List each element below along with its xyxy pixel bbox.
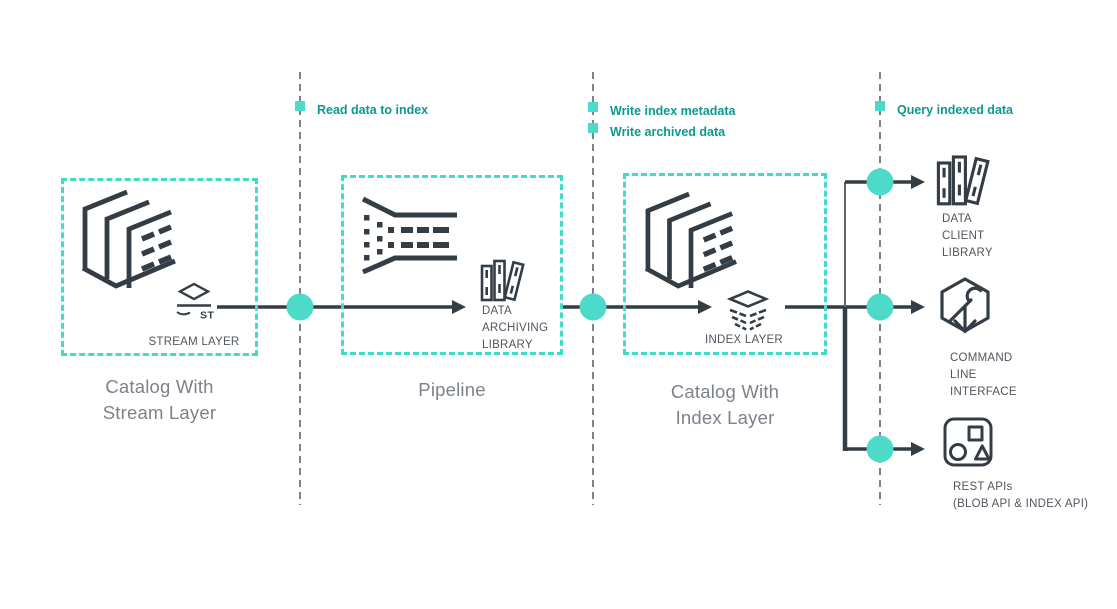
arrowheads: [452, 175, 925, 456]
junction-query-top: [866, 168, 894, 196]
catalog-index-caption: Catalog With Index Layer: [670, 381, 780, 428]
arrowhead-rest: [911, 442, 925, 456]
flow-label-write-archived: Write archived data: [610, 125, 726, 139]
marker-query: [875, 101, 885, 111]
catalog-icon-2: [645, 192, 737, 289]
command-line-interface-icon: [940, 277, 990, 334]
index-layer-label: INDEX LAYER: [705, 334, 783, 346]
marker-read: [295, 101, 305, 111]
catalog-icon: [82, 190, 176, 289]
rest-apis-label: REST APIs (BLOB API & INDEX API): [953, 481, 1089, 510]
pipeline-icon: [361, 196, 457, 275]
archiving-library-icon: [480, 259, 525, 302]
catalog-stream-box: [61, 178, 258, 356]
catalog-stream-caption: Catalog With Stream Layer: [102, 376, 217, 423]
archiving-library-label: DATA ARCHIVING LIBRARY: [482, 305, 549, 351]
stream-layer-icon: ST: [176, 282, 215, 322]
junction-query-mid: [866, 293, 894, 321]
flow-label-write-index: Write index metadata: [610, 104, 736, 118]
pipeline-caption: Pipeline: [418, 379, 486, 400]
arrowhead-client-lib: [911, 175, 925, 189]
arrowhead-into-index: [698, 300, 712, 314]
flow-label-read: Read data to index: [317, 103, 429, 117]
index-layer-icon: [727, 290, 769, 331]
arrowhead-into-pipeline: [452, 300, 466, 314]
junction-read: [286, 293, 314, 321]
rest-apis-icon: [943, 417, 993, 467]
marker-write-index: [588, 102, 598, 112]
label-markers: [295, 101, 885, 133]
flow-label-query: Query indexed data: [897, 103, 1014, 117]
arrowhead-cli: [911, 300, 925, 314]
junction-dots: [286, 168, 894, 463]
junction-write: [579, 293, 607, 321]
pipeline-box: [341, 175, 563, 355]
catalog-index-box: [623, 173, 827, 355]
stream-layer-label: STREAM LAYER: [148, 336, 240, 348]
swimlane-guides: [299, 72, 881, 505]
command-line-interface-label: COMMAND LINE INTERFACE: [950, 352, 1017, 398]
junction-query-bot: [866, 435, 894, 463]
data-client-library-label: DATA CLIENT LIBRARY: [942, 213, 993, 259]
stream-badge-text: ST: [200, 310, 215, 322]
data-client-library-icon: [936, 155, 990, 206]
marker-write-archived: [588, 123, 598, 133]
